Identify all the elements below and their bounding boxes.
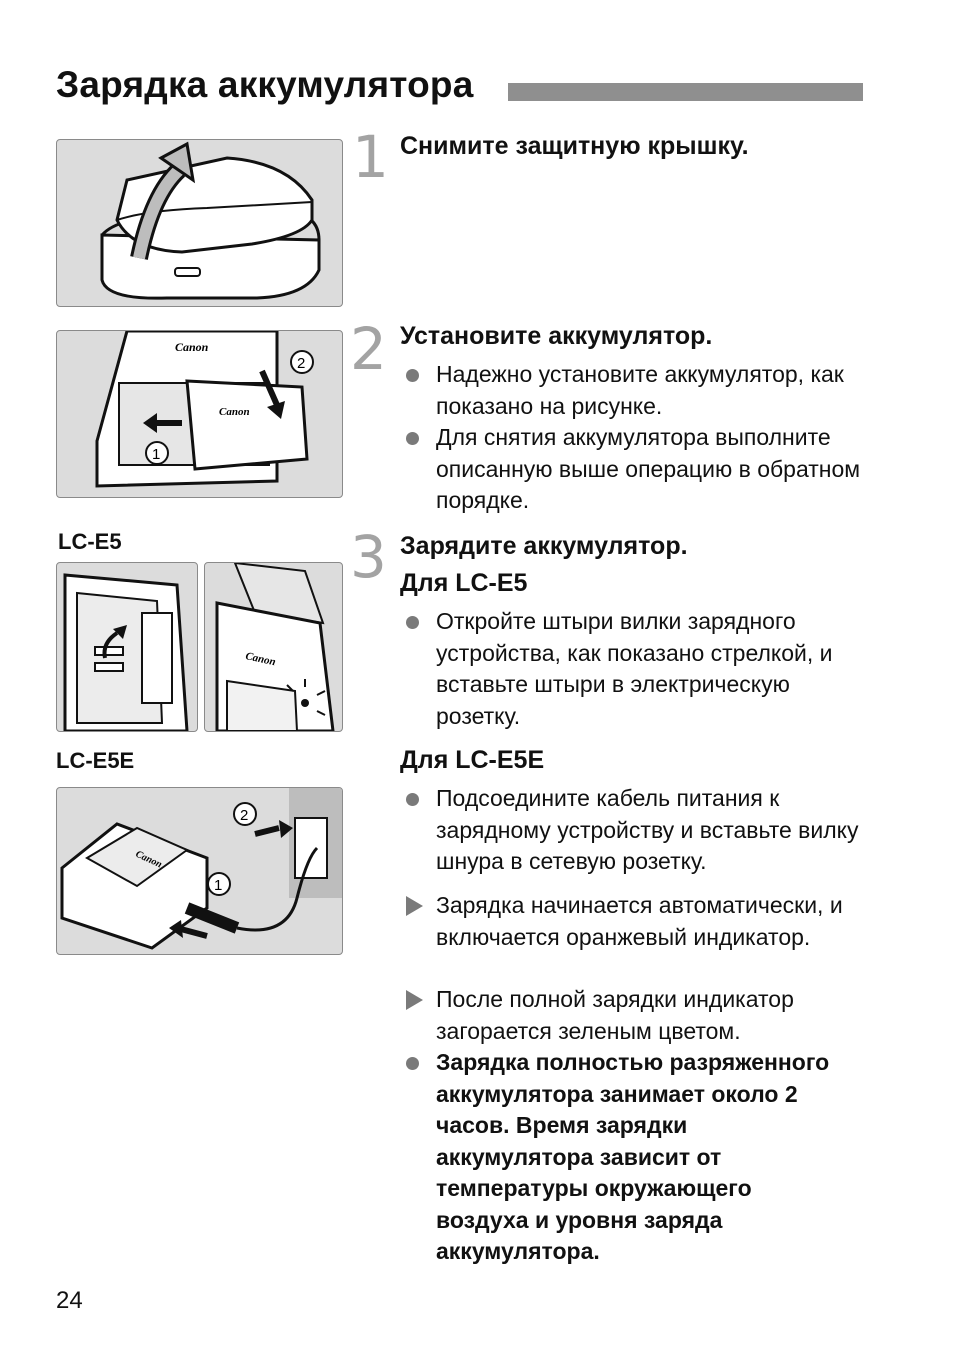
step-2-heading: Установите аккумулятор.: [400, 322, 713, 350]
figure-install-battery: Canon Canon 1 2: [56, 330, 343, 498]
callout-1: 1: [152, 446, 160, 463]
figure-label-lce5: LC-E5: [58, 529, 122, 554]
step-number-1: 1: [352, 123, 389, 191]
step-3-note: Зарядка полностью разряженного аккумулят…: [406, 1047, 846, 1268]
page-title: Зарядка аккумулятора: [56, 64, 474, 105]
bullet-icon: [406, 369, 419, 382]
step-3-sub-lce5e: Для LC-E5E: [400, 746, 545, 774]
figure-remove-cover: [56, 139, 343, 307]
title-rule: [508, 83, 863, 101]
callout-2: 2: [297, 355, 305, 372]
result-arrow-icon: [406, 896, 423, 916]
step-number-2: 2: [350, 315, 387, 383]
bullet-icon: [406, 432, 419, 445]
callout-1-e5e: 1: [214, 877, 222, 894]
figure-lce5-plug: [56, 562, 198, 732]
step-3-lce5-bullet: Откройте штыри вилки зарядного устройств…: [406, 606, 876, 732]
step-2-bullet-2: Для снятия аккумулятора выполните описан…: [406, 422, 876, 517]
step-1-heading: Снимите защитную крышку.: [400, 132, 749, 160]
step-3-heading: Зарядите аккумулятор.: [400, 532, 688, 560]
brand-logo: Canon: [175, 340, 209, 354]
step-3-sub-lce5: Для LC-E5: [400, 569, 528, 597]
bullet-icon: [406, 793, 419, 806]
bullet-icon: [406, 616, 419, 629]
figure-label-lce5e: LC-E5E: [56, 748, 135, 773]
battery-brand-logo: Canon: [219, 406, 250, 418]
step-3-lce5e-bullet: Подсоедините кабель питания к зарядному …: [406, 783, 876, 878]
callout-2-e5e: 2: [240, 807, 248, 824]
bullet-icon: [406, 1057, 419, 1070]
step-number-3: 3: [350, 523, 387, 591]
step-2-bullet-1: Надежно установите аккумулятор, как пока…: [406, 359, 876, 422]
charger-cover-illustration: [100, 141, 321, 300]
figure-lce5-socket: Canon: [204, 562, 343, 732]
page-number: 24: [56, 1287, 83, 1314]
step-3-result-1: Зарядка начинается автоматически, и вклю…: [406, 890, 876, 953]
result-arrow-icon: [406, 990, 423, 1010]
step-3-result-2: После полной зарядки индикатор загораетс…: [406, 984, 876, 1047]
figure-lce5e-cable: Canon 2 1: [56, 787, 343, 955]
